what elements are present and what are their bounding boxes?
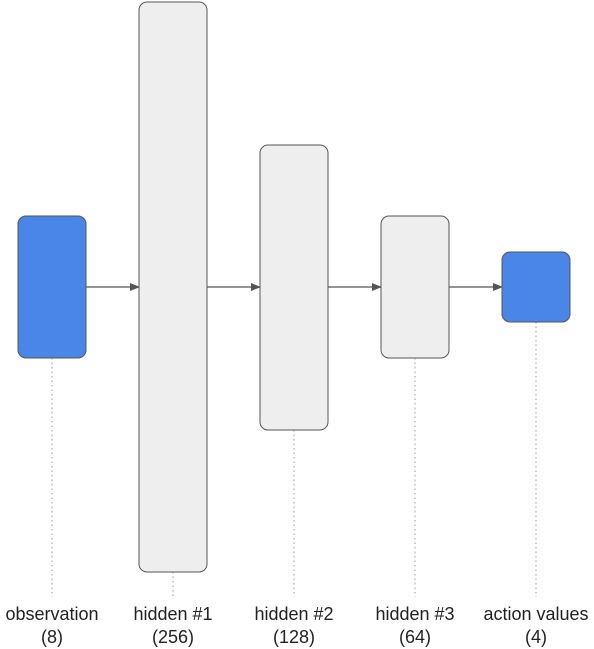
layer-name-hidden-1: hidden #1 (133, 604, 212, 624)
layer-name-hidden-3: hidden #3 (375, 604, 454, 624)
layer-box-hidden-3 (380, 215, 450, 359)
layer-size-hidden-2: (128) (273, 627, 315, 647)
layer-box-hidden-1 (138, 1, 208, 573)
layer-name-hidden-2: hidden #2 (254, 604, 333, 624)
layer-size-hidden-3: (64) (399, 627, 431, 647)
layer-box-observation (17, 215, 87, 359)
layer-name-observation: observation (5, 604, 98, 624)
layer-box-hidden-2 (259, 144, 329, 431)
layer-box-action-values (501, 251, 571, 323)
layer-name-action-values: action values (483, 604, 588, 624)
layer-size-hidden-1: (256) (152, 627, 194, 647)
layer-size-action-values: (4) (525, 627, 547, 647)
layer-size-observation: (8) (41, 627, 63, 647)
